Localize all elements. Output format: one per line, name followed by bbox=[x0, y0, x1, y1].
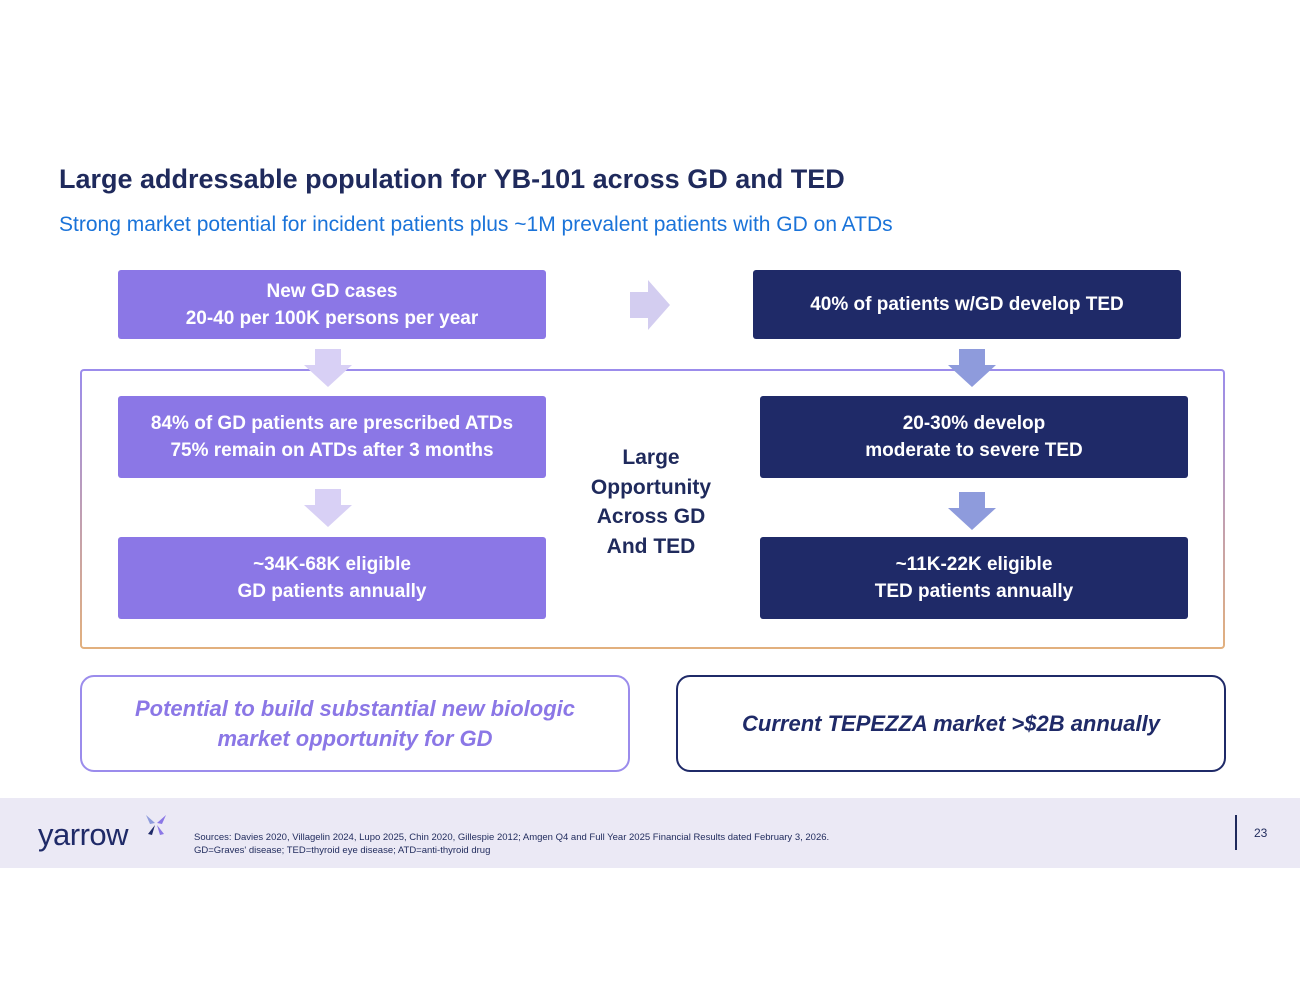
ted-develop-box: 40% of patients w/GD develop TED bbox=[753, 270, 1181, 339]
page-number: 23 bbox=[1254, 826, 1268, 840]
arrow-down-icon bbox=[948, 349, 996, 387]
footer-divider bbox=[1235, 815, 1237, 850]
yarrow-logo-text: yarrow bbox=[38, 817, 129, 852]
eligible-ted-box: ~11K-22K eligible TED patients annually bbox=[760, 537, 1188, 619]
ted-callout-line1: Current TEPEZZA market >$2B annually bbox=[742, 710, 1160, 736]
large-opportunity-line3: Across GD bbox=[596, 505, 706, 528]
large-opportunity-line2: Opportunity bbox=[590, 475, 712, 499]
moderate-severe-ted-box: 20-30% develop moderate to severe TED bbox=[760, 396, 1188, 478]
yarrow-logo-mark bbox=[146, 815, 166, 835]
ted-develop-line1: 40% of patients w/GD develop TED bbox=[810, 294, 1124, 315]
tepezza-market-callout: Current TEPEZZA market >$2B annually bbox=[676, 675, 1226, 772]
eligible-gd-box: ~34K-68K eligible GD patients annually bbox=[118, 537, 546, 619]
large-opportunity-label: Large Opportunity Across GD And TED bbox=[566, 443, 736, 561]
gd-opportunity-callout: Potential to build substantial new biolo… bbox=[80, 675, 630, 772]
large-opportunity-line4: And TED bbox=[606, 534, 696, 558]
eligible-gd-line1: ~34K-68K eligible bbox=[253, 554, 411, 575]
moderate-severe-ted-line2: moderate to severe TED bbox=[865, 440, 1083, 461]
new-gd-cases-line1: New GD cases bbox=[266, 280, 398, 302]
new-gd-cases-box: New GD cases 20-40 per 100K persons per … bbox=[118, 270, 546, 339]
large-opportunity-line1: Large bbox=[622, 446, 680, 469]
gd-callout-line2: market opportunity for GD bbox=[217, 725, 493, 751]
arrow-down-icon bbox=[304, 489, 352, 527]
arrow-down-icon bbox=[948, 492, 996, 530]
moderate-severe-ted-line1: 20-30% develop bbox=[902, 413, 1046, 434]
arrow-down-icon bbox=[304, 349, 352, 387]
atd-prescribed-line1: 84% of GD patients are prescribed ATDs bbox=[150, 413, 514, 434]
new-gd-cases-line2: 20-40 per 100K persons per year bbox=[185, 307, 479, 329]
arrow-right-icon bbox=[630, 280, 670, 330]
atd-prescribed-box: 84% of GD patients are prescribed ATDs 7… bbox=[118, 396, 546, 478]
atd-prescribed-line2: 75% remain on ATDs after 3 months bbox=[170, 440, 494, 461]
sources-text: Sources: Davies 2020, Villagelin 2024, L… bbox=[194, 831, 829, 857]
gd-callout-line1: Potential to build substantial new biolo… bbox=[134, 695, 575, 721]
eligible-ted-line2: TED patients annually bbox=[874, 581, 1074, 602]
sources-line1: Sources: Davies 2020, Villagelin 2024, L… bbox=[194, 832, 830, 843]
eligible-ted-line1: ~11K-22K eligible bbox=[895, 554, 1053, 575]
sources-line2: GD=Graves' disease; TED=thyroid eye dise… bbox=[194, 845, 491, 856]
slide-title: Large addressable population for YB-101 … bbox=[59, 164, 845, 194]
slide-subtitle: Strong market potential for incident pat… bbox=[59, 213, 893, 236]
footer-bar bbox=[0, 798, 1300, 868]
eligible-gd-line2: GD patients annually bbox=[237, 581, 427, 602]
